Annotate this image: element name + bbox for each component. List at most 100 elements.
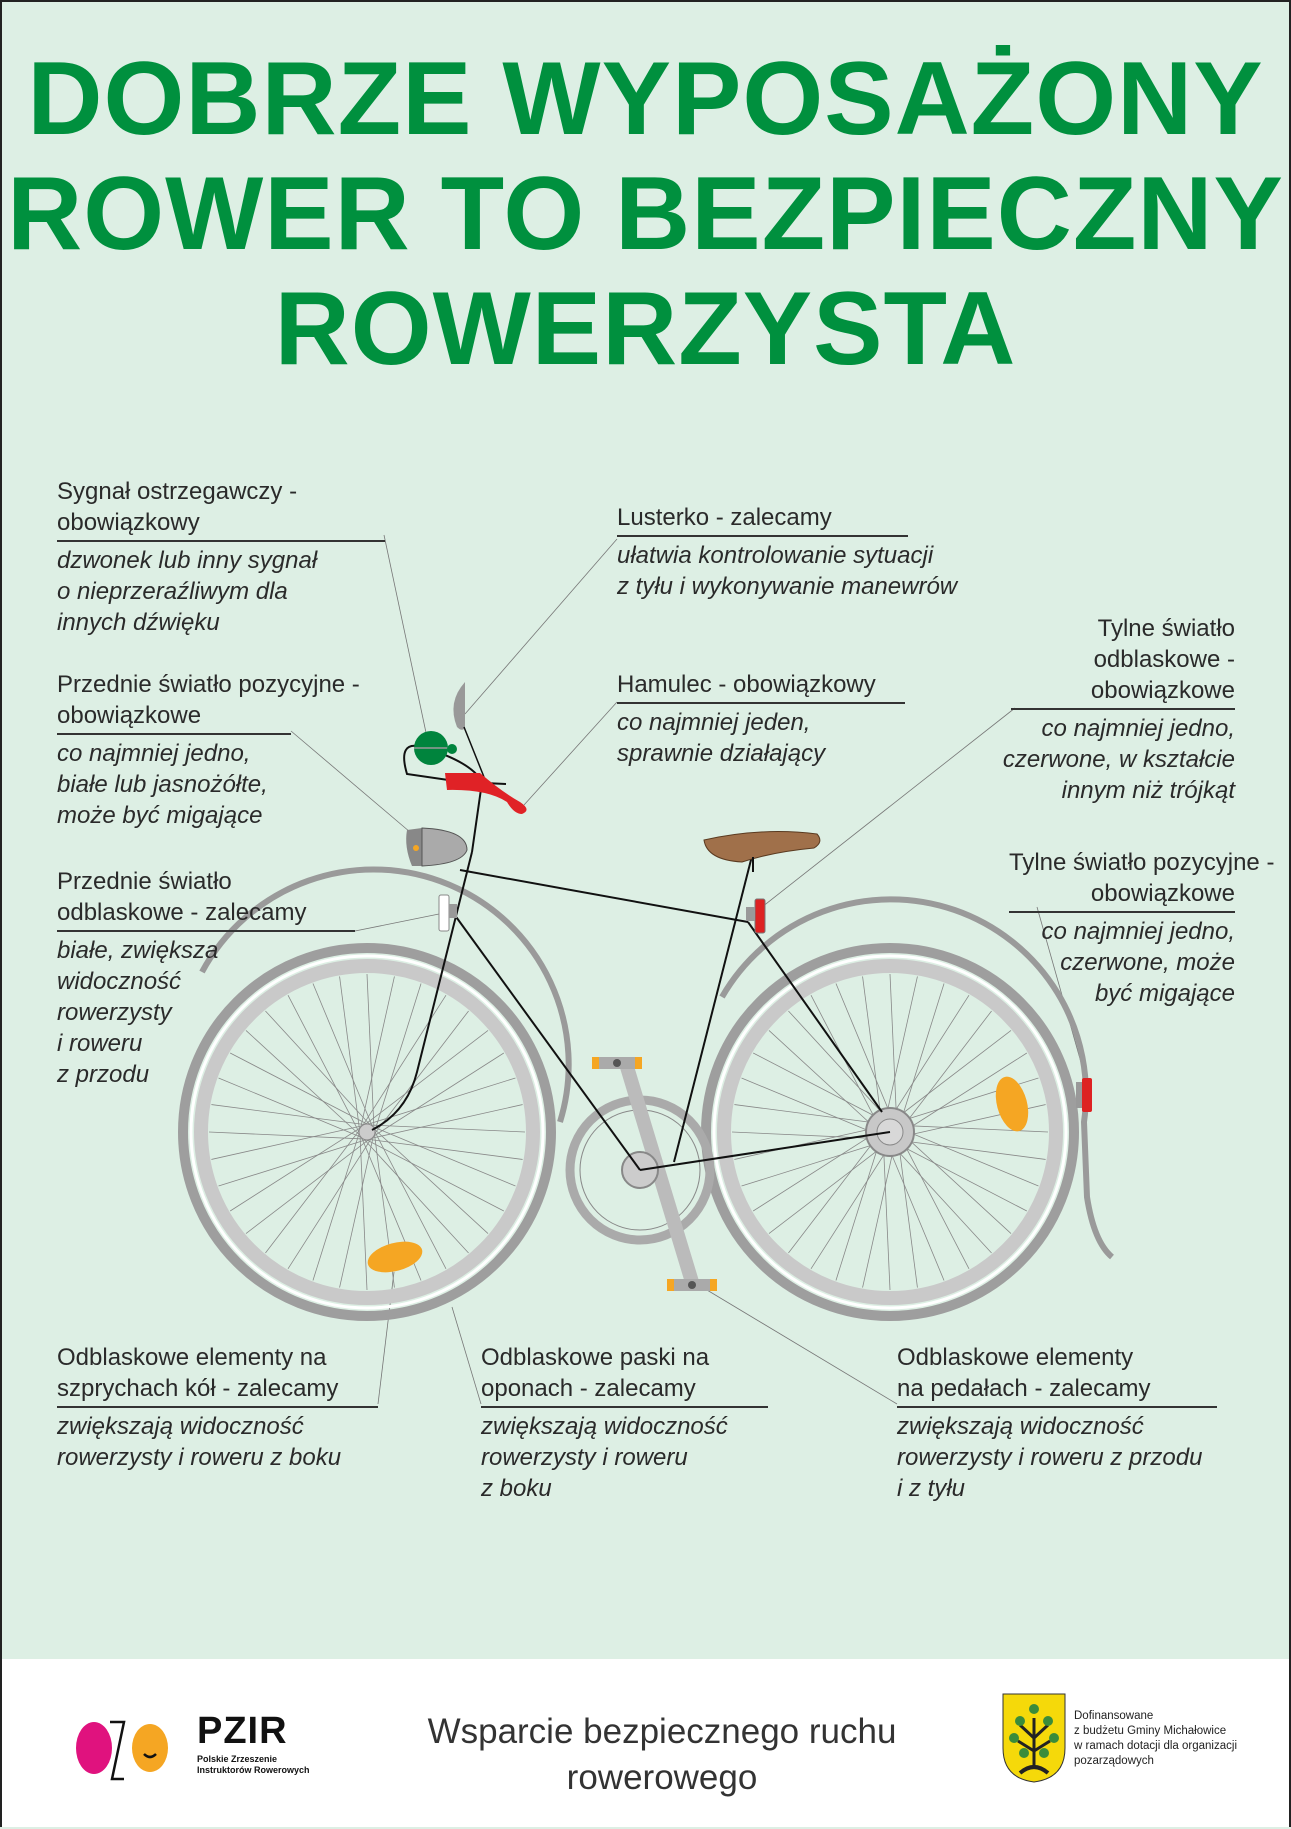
pzir-logo-mark [76, 1720, 168, 1781]
label-desc: zwiększają widoczność [57, 1413, 304, 1440]
label-heading: Sygnał ostrzegawczy - [57, 478, 298, 505]
spoke [339, 1137, 374, 1288]
label-heading: Hamulec - obowiązkowy [617, 671, 876, 698]
spoke [896, 1052, 1028, 1137]
label-heading: Lusterko - zalecamy [617, 504, 832, 531]
spoke [366, 1139, 505, 1212]
label-warning-signal: Sygnał ostrzegawczy - obowiązkowy dzwonek… [57, 476, 385, 638]
label-heading: Tylne światło [1097, 615, 1235, 642]
spoke [752, 1127, 884, 1212]
spoke [884, 1137, 945, 1281]
spoke [889, 973, 898, 1129]
title-line: DOBRZE WYPOSAŻONY [27, 41, 1264, 157]
label-desc: czerwone, w kształcie [1002, 746, 1235, 773]
rear-wheel [701, 943, 1079, 1321]
spoke [265, 1130, 360, 1254]
label-heading: Przednie światło [57, 868, 232, 895]
spoke [835, 983, 896, 1127]
spoke [360, 976, 395, 1127]
spoke [245, 1139, 369, 1234]
spoke [897, 983, 945, 1131]
label-desc: może być migające [57, 802, 263, 829]
label-desc: z tyłu i wykonywanie manewrów [617, 573, 958, 600]
brake-lever-icon [445, 773, 527, 814]
spoke [788, 1010, 894, 1125]
spoke [287, 994, 360, 1133]
label-desc: co najmniej jedno, [1041, 715, 1235, 742]
label-desc: o nieprzeraźliwym dla [57, 578, 288, 605]
spoke [374, 1010, 469, 1134]
spoke [370, 1124, 526, 1133]
spoke [885, 994, 970, 1126]
label-heading: Tylne światło pozycyjne - [1009, 849, 1275, 876]
spoke [897, 1010, 992, 1134]
label-brake: Hamulec - obowiązkowy co najmniej jeden,… [617, 669, 905, 769]
front-spoke-reflector-icon [367, 1241, 423, 1273]
label-desc: rowerzysty [57, 999, 172, 1026]
label-desc: rowerzysty i roweru z boku [57, 1444, 342, 1471]
spoke [835, 1133, 883, 1281]
spoke [883, 976, 918, 1127]
front-wheel [178, 943, 556, 1321]
label-desc: białe, zwiększa [57, 937, 219, 964]
label-heading: obowiązkowy [57, 509, 200, 536]
spoke [229, 1052, 368, 1125]
spoke [372, 1104, 523, 1139]
rear-reflector-icon [746, 898, 766, 934]
spoke [889, 1139, 1028, 1212]
label-heading: obowiązkowe [1090, 880, 1235, 907]
pzir-name: PZIR [197, 1710, 288, 1752]
label-desc: z boku [481, 1475, 552, 1502]
spoke [862, 976, 883, 1130]
label-desc: dzwonek lub inny sygnał [57, 547, 318, 574]
label-front-position-light: Przednie światło pozycyjne -obowiązkowe … [57, 669, 360, 831]
label-heading: szprychach kół - zalecamy [57, 1375, 339, 1402]
label-desc: rowerzysty i roweru [481, 1444, 688, 1471]
spoke [768, 1139, 892, 1234]
spoke [734, 1104, 888, 1125]
label-desc: co najmniej jeden, [617, 709, 811, 736]
spoke [897, 1134, 918, 1288]
spoke [768, 1030, 883, 1136]
spoke [366, 973, 375, 1129]
spoke [374, 983, 422, 1131]
spoke [893, 1124, 1049, 1133]
spoke [363, 1139, 469, 1254]
title-line: ROWER TO BEZPIECZNY [7, 156, 1284, 272]
label-mirror: Lusterko - zalecamy ułatwia kontrolowani… [617, 502, 957, 602]
label-heading: obowiązkowe [1090, 677, 1235, 704]
spoke [373, 1052, 505, 1137]
spoke [734, 1125, 885, 1160]
mirror-icon [453, 682, 485, 778]
spoke [369, 1139, 523, 1160]
spoke [897, 1128, 1012, 1234]
spoke [218, 1139, 366, 1187]
label-heading: obowiązkowe [57, 702, 202, 729]
label-desc: z przodu [57, 1061, 150, 1088]
label-rear-position-light: Tylne światło pozycyjne -obowiązkowe co … [1009, 847, 1275, 1009]
spoke [245, 1030, 360, 1136]
label-desc: co najmniej jedno, [57, 740, 251, 767]
funding-line: z budżetu Gminy Michałowice [1074, 1725, 1227, 1737]
chainring [565, 1064, 715, 1285]
spoke [892, 1139, 1046, 1160]
label-desc: innych dźwięku [57, 609, 220, 636]
slogan-line: Wsparcie bezpiecznego ruchu [427, 1712, 897, 1751]
spoke [741, 1077, 885, 1138]
label-heading: Odblaskowe paski na [481, 1344, 710, 1371]
bell-icon [414, 731, 457, 765]
label-desc: być migające [1094, 980, 1235, 1007]
label-desc: białe lub jasnożółte, [57, 771, 268, 798]
label-heading: Przednie światło pozycyjne - [57, 671, 360, 698]
spoke [372, 1126, 516, 1187]
label-desc: i z tyłu [897, 1475, 966, 1502]
spoke [265, 1010, 371, 1125]
title-line: ROWERZYSTA [274, 271, 1017, 387]
label-desc: zwiększają widoczność [481, 1413, 728, 1440]
spoke [788, 1130, 883, 1254]
